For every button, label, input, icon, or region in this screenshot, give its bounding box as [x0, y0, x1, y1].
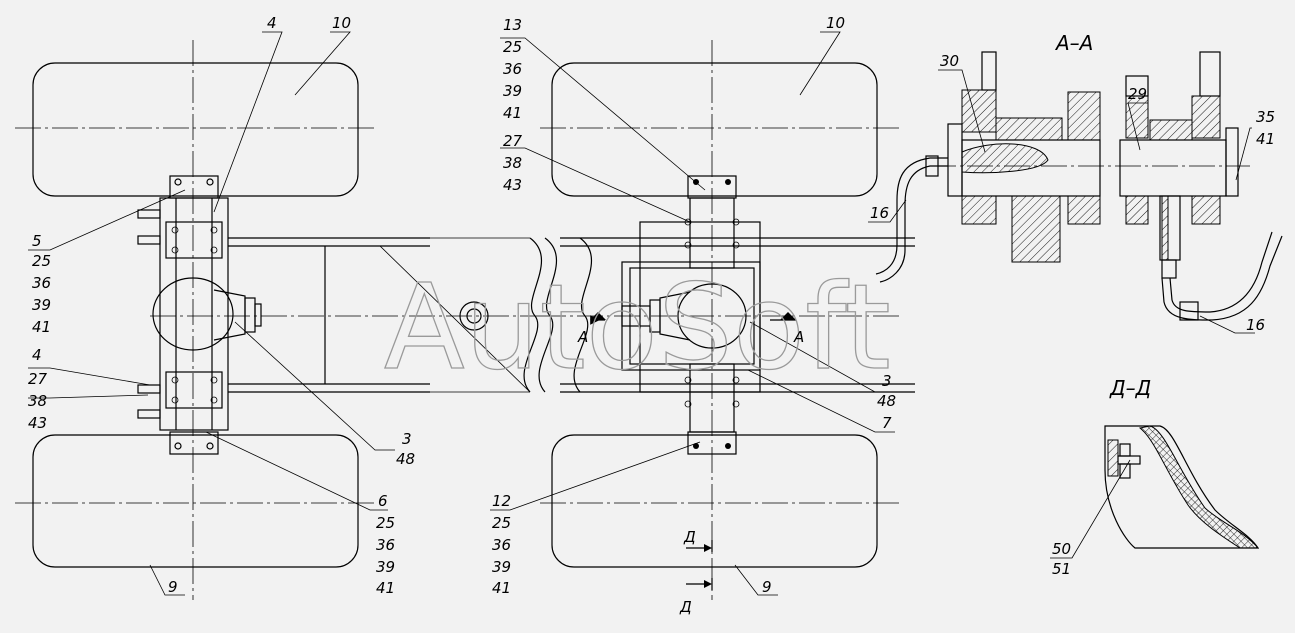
- label-10-mid: 10: [826, 14, 845, 32]
- label-35: 35: [1256, 108, 1275, 126]
- label-4-top: 4: [267, 14, 277, 32]
- middle-axle: [540, 40, 915, 600]
- cut-mark-a-right: А: [793, 328, 804, 346]
- label-6-36: 36: [376, 536, 395, 554]
- label-5-41: 41: [32, 318, 51, 336]
- label-9-left: 9: [168, 578, 178, 596]
- middle-bottom-wheel: [551, 434, 878, 568]
- label-16-left: 16: [870, 204, 889, 222]
- label-12: 12: [492, 492, 511, 510]
- label-12-41: 41: [492, 579, 511, 597]
- label-6-25: 25: [376, 514, 395, 532]
- label-13-39: 39: [503, 82, 522, 100]
- position-labels: 4 10 5 25 36 39 41 4 27 38 43 3 48 6 25 …: [28, 14, 1275, 597]
- section-d-d: [1104, 425, 1260, 549]
- label-51: 51: [1052, 560, 1071, 578]
- cut-mark-d-top: Д: [683, 528, 696, 546]
- label-29: 29: [1128, 85, 1147, 103]
- cut-mark-a-left: А: [577, 328, 588, 346]
- label-9-mid: 9: [762, 578, 772, 596]
- label-7: 7: [882, 414, 892, 432]
- label-13: 13: [503, 16, 522, 34]
- label-48-left: 48: [396, 450, 415, 468]
- label-48-mid: 48: [877, 392, 896, 410]
- section-d-d-title: Д–Д: [1109, 376, 1151, 400]
- left-top-wheel: [32, 62, 359, 197]
- label-27-left: 27: [28, 370, 48, 388]
- cut-mark-d-bottom: Д: [679, 598, 692, 616]
- section-a-a-title: А–А: [1054, 31, 1093, 55]
- label-10-left: 10: [332, 14, 351, 32]
- label-13-36: 36: [503, 60, 522, 78]
- label-50: 50: [1052, 540, 1071, 558]
- label-12-25: 25: [492, 514, 511, 532]
- label-12-39: 39: [492, 558, 511, 576]
- label-38-left: 38: [28, 392, 47, 410]
- middle-top-wheel: [551, 62, 878, 197]
- label-38-mid: 38: [503, 154, 522, 172]
- label-3-left: 3: [402, 430, 412, 448]
- label-12-36: 36: [492, 536, 511, 554]
- label-5-25: 25: [32, 252, 51, 270]
- left-axle: [15, 40, 558, 600]
- label-5-39: 39: [32, 296, 51, 314]
- label-6: 6: [378, 492, 388, 510]
- label-5-36: 36: [32, 274, 51, 292]
- label-13-25: 25: [503, 38, 522, 56]
- section-a-a: [875, 51, 1283, 321]
- autosoft-watermark: AutoSoft: [384, 258, 891, 396]
- label-16-right: 16: [1246, 316, 1265, 334]
- label-4-low: 4: [32, 346, 42, 364]
- leader-lines: [28, 31, 1255, 596]
- label-43-left: 43: [28, 414, 47, 432]
- label-27-mid: 27: [503, 132, 523, 150]
- label-6-39: 39: [376, 558, 395, 576]
- label-5: 5: [32, 232, 42, 250]
- label-35-41: 41: [1256, 130, 1275, 148]
- left-bottom-wheel: [32, 434, 359, 568]
- label-43-mid: 43: [503, 176, 522, 194]
- label-30: 30: [940, 52, 959, 70]
- label-6-41: 41: [376, 579, 395, 597]
- label-13-41: 41: [503, 104, 522, 122]
- label-3-mid: 3: [882, 372, 892, 390]
